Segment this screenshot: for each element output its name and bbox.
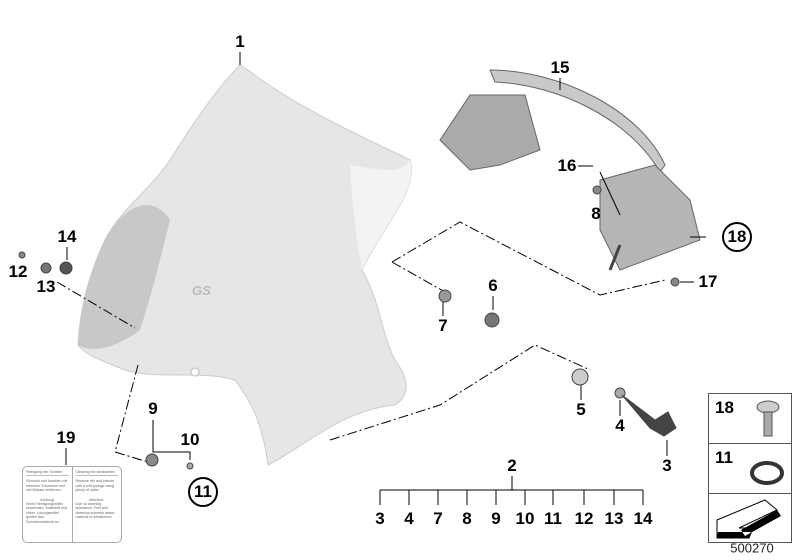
kit-part[interactable]: 7: [433, 509, 443, 528]
callout-2[interactable]: 2: [507, 456, 517, 475]
kit-part[interactable]: 10: [515, 509, 535, 528]
sticker-de-title: Reinigung der Scheibe: [26, 470, 69, 477]
kit-cell-screw: 18: [709, 394, 791, 444]
callout-11[interactable]: 11: [188, 477, 218, 507]
sticker-en-text: Remove dirt and insects with a soft spon…: [75, 479, 115, 493]
kit-part[interactable]: 14: [633, 509, 653, 528]
callout-4[interactable]: 4: [615, 416, 625, 435]
kit-part[interactable]: 3: [375, 509, 385, 528]
kit-part[interactable]: 8: [462, 509, 472, 528]
callout-13[interactable]: 13: [36, 277, 56, 296]
kit-part[interactable]: 11: [544, 509, 562, 528]
hardware-illustrations: [18, 185, 680, 470]
callout-5[interactable]: 5: [576, 400, 586, 419]
callout-17[interactable]: 17: [698, 272, 718, 291]
sticker-de-warn-title: Achtung!: [40, 497, 55, 502]
kit-legend-box: 18 11: [708, 393, 792, 543]
diagram-number: 500270: [730, 540, 774, 556]
kit-cell-oring: 11: [709, 444, 791, 494]
callout-19[interactable]: 19: [56, 428, 76, 447]
windscreen-illustration: GS: [77, 64, 412, 466]
cleaning-sticker: Reinigung der Scheibe Schmutz und Insekt…: [22, 466, 122, 543]
sticker-en-title: Cleaning the windscreen: [75, 470, 118, 477]
callout-12[interactable]: 12: [8, 262, 28, 281]
callout-1[interactable]: 1: [235, 32, 245, 51]
o-ring-icon: [750, 461, 784, 485]
callout-3[interactable]: 3: [662, 456, 672, 475]
kit-part[interactable]: 13: [604, 509, 624, 528]
bracket-illustration: [439, 69, 701, 271]
kit-part[interactable]: 12: [574, 509, 594, 528]
kit-cell-arrow: [709, 494, 791, 543]
sticker-en-warn-title: Attention:: [89, 497, 105, 502]
gs-logo: GS: [192, 283, 211, 298]
leader-lines: [65, 52, 706, 505]
callout-6[interactable]: 6: [488, 276, 498, 295]
callout-15[interactable]: 15: [550, 58, 570, 77]
callout-16[interactable]: 16: [557, 156, 577, 175]
sticker-german: Reinigung der Scheibe Schmutz und Insekt…: [23, 467, 72, 542]
assembly-lines: [56, 221, 666, 463]
kit-oring-number: 11: [715, 448, 733, 467]
arrow-icon: [716, 499, 781, 539]
callout-18[interactable]: 18: [722, 222, 752, 252]
sticker-english: Cleaning the windscreen Remove dirt and …: [71, 467, 122, 542]
sticker-de-text: Schmutz und Insekten mit weichem Schwamm…: [26, 479, 68, 493]
callout-8[interactable]: 8: [591, 204, 601, 223]
kit-part[interactable]: 4: [404, 509, 414, 528]
screw-icon: [756, 400, 780, 437]
sticker-en-warn: Use no cleaning substance. Fuel and chem…: [75, 502, 115, 520]
kit-screw-number: 18: [715, 398, 734, 417]
sticker-de-warn: Keine Reinigungsmittel verwenden. Krafts…: [26, 502, 67, 524]
kit-part[interactable]: 9: [491, 509, 501, 528]
callout-10[interactable]: 10: [180, 430, 200, 449]
callout-9[interactable]: 9: [148, 399, 158, 418]
callout-7[interactable]: 7: [438, 316, 448, 335]
callout-14[interactable]: 14: [57, 227, 77, 246]
